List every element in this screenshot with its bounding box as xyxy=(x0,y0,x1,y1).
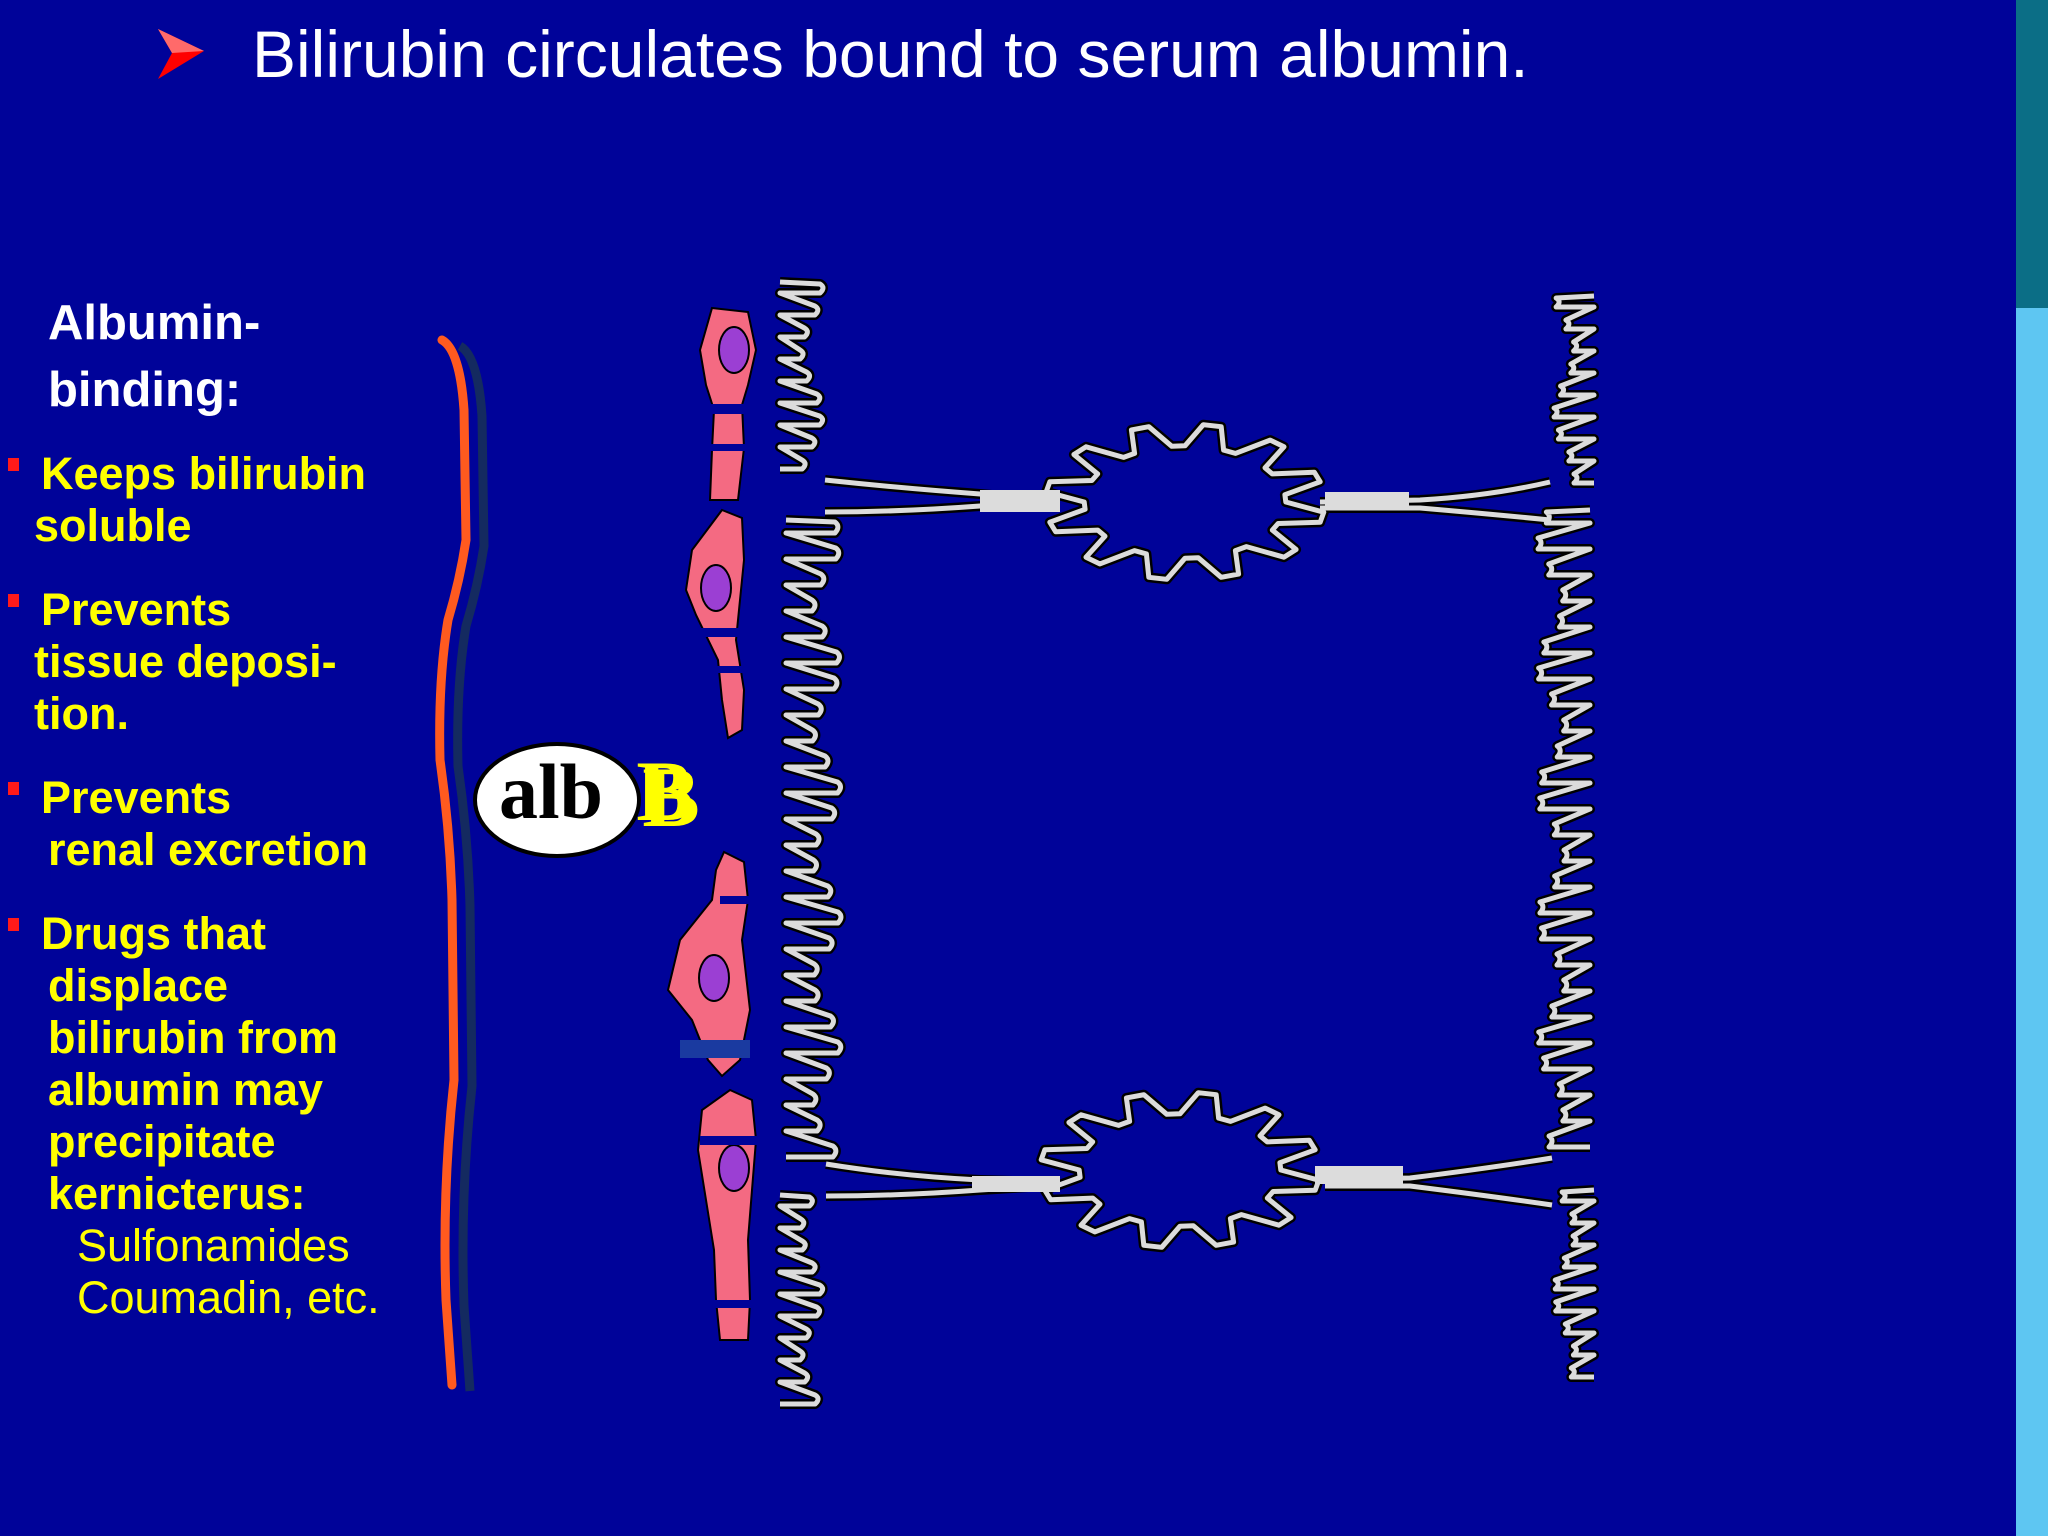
bilirubin-label-shadow: B xyxy=(642,749,699,845)
bullet-drugs-displace: Drugs that displace bilirubin from album… xyxy=(8,908,380,1324)
lower-channel-left xyxy=(825,1161,1046,1199)
bullet-marker xyxy=(8,918,19,931)
right-membrane-middle xyxy=(1535,507,1593,1150)
slide-title: Bilirubin circulates bound to serum albu… xyxy=(252,17,1529,91)
right-membrane-upper xyxy=(1551,293,1597,486)
tight-junction-bar xyxy=(1325,492,1409,510)
cell-nucleus xyxy=(718,1144,750,1192)
heading-line: binding: xyxy=(48,363,242,417)
bullet-prevents-deposition: Prevents tissue deposi- tion. xyxy=(8,584,337,740)
bullet-line: kernicterus: xyxy=(48,1168,306,1219)
slide-side-accent-light xyxy=(2016,308,2048,1536)
albumin-label: alb xyxy=(499,748,603,835)
bullet-line: displace xyxy=(48,960,229,1011)
bullet-line: tion. xyxy=(34,688,129,739)
tight-junction-bar xyxy=(972,1176,1060,1192)
membrane-outline-group xyxy=(777,279,1597,1407)
upper-channel-right xyxy=(1319,479,1551,523)
lower-channel-right xyxy=(1324,1155,1553,1208)
bullet-keeps-soluble: Keeps bilirubin soluble xyxy=(8,448,366,552)
lower-bile-canaliculus xyxy=(1038,1090,1322,1250)
drug-example: Sulfonamides xyxy=(77,1220,350,1271)
heading-line: Albumin- xyxy=(48,296,261,350)
bullet-line: albumin may xyxy=(48,1064,324,1115)
bullet-line: Prevents xyxy=(41,772,232,823)
tight-junction-bar xyxy=(980,490,1060,512)
cell-nucleus xyxy=(718,326,750,374)
left-membrane-middle xyxy=(783,517,844,1160)
membrane-shadow-group xyxy=(775,277,1599,1409)
cell-nucleus xyxy=(700,564,732,612)
bullet-line: precipitate xyxy=(48,1116,276,1167)
endothelial-cell-upper-2 xyxy=(684,508,746,740)
upper-channel-left xyxy=(824,477,1051,515)
brace-shadow xyxy=(453,342,489,1392)
bullet-line: tissue deposi- xyxy=(34,636,337,687)
bullet-line: renal excretion xyxy=(48,824,369,875)
bullet-marker xyxy=(8,782,19,795)
bullet-line: soluble xyxy=(34,500,192,551)
endothelial-cell-upper-1 xyxy=(698,306,758,501)
endothelial-cell-lower-2 xyxy=(696,1088,760,1341)
albumin-ellipse xyxy=(473,742,641,858)
bilirubin-label: B xyxy=(636,743,693,839)
drug-example: Coumadin, etc. xyxy=(77,1272,380,1323)
bullet-line: bilirubin from xyxy=(48,1012,338,1063)
albumin-binding-heading: Albumin- binding: xyxy=(48,290,260,424)
bullet-marker xyxy=(8,458,19,471)
left-membrane-upper xyxy=(777,279,826,472)
bullet-line: Keeps bilirubin xyxy=(41,448,367,499)
endothelial-cell-lower-1 xyxy=(666,850,752,1078)
left-membrane-lower xyxy=(777,1192,826,1407)
bullet-line: Prevents xyxy=(41,584,232,635)
upper-bile-canaliculus xyxy=(1043,422,1327,582)
bullet-prevents-renal-excretion: Prevents renal excretion xyxy=(8,772,368,876)
slide-side-accent-dark xyxy=(2016,0,2048,308)
bullet-marker xyxy=(8,594,19,607)
brace-line xyxy=(435,335,471,1390)
red-arrowhead-icon xyxy=(158,29,204,79)
tight-junction-bar xyxy=(1315,1166,1403,1184)
bullet-line: Drugs that xyxy=(41,908,266,959)
cell-nucleus xyxy=(698,954,730,1002)
right-membrane-lower xyxy=(1552,1187,1597,1380)
title-row: Bilirubin circulates bound to serum albu… xyxy=(158,14,1529,94)
